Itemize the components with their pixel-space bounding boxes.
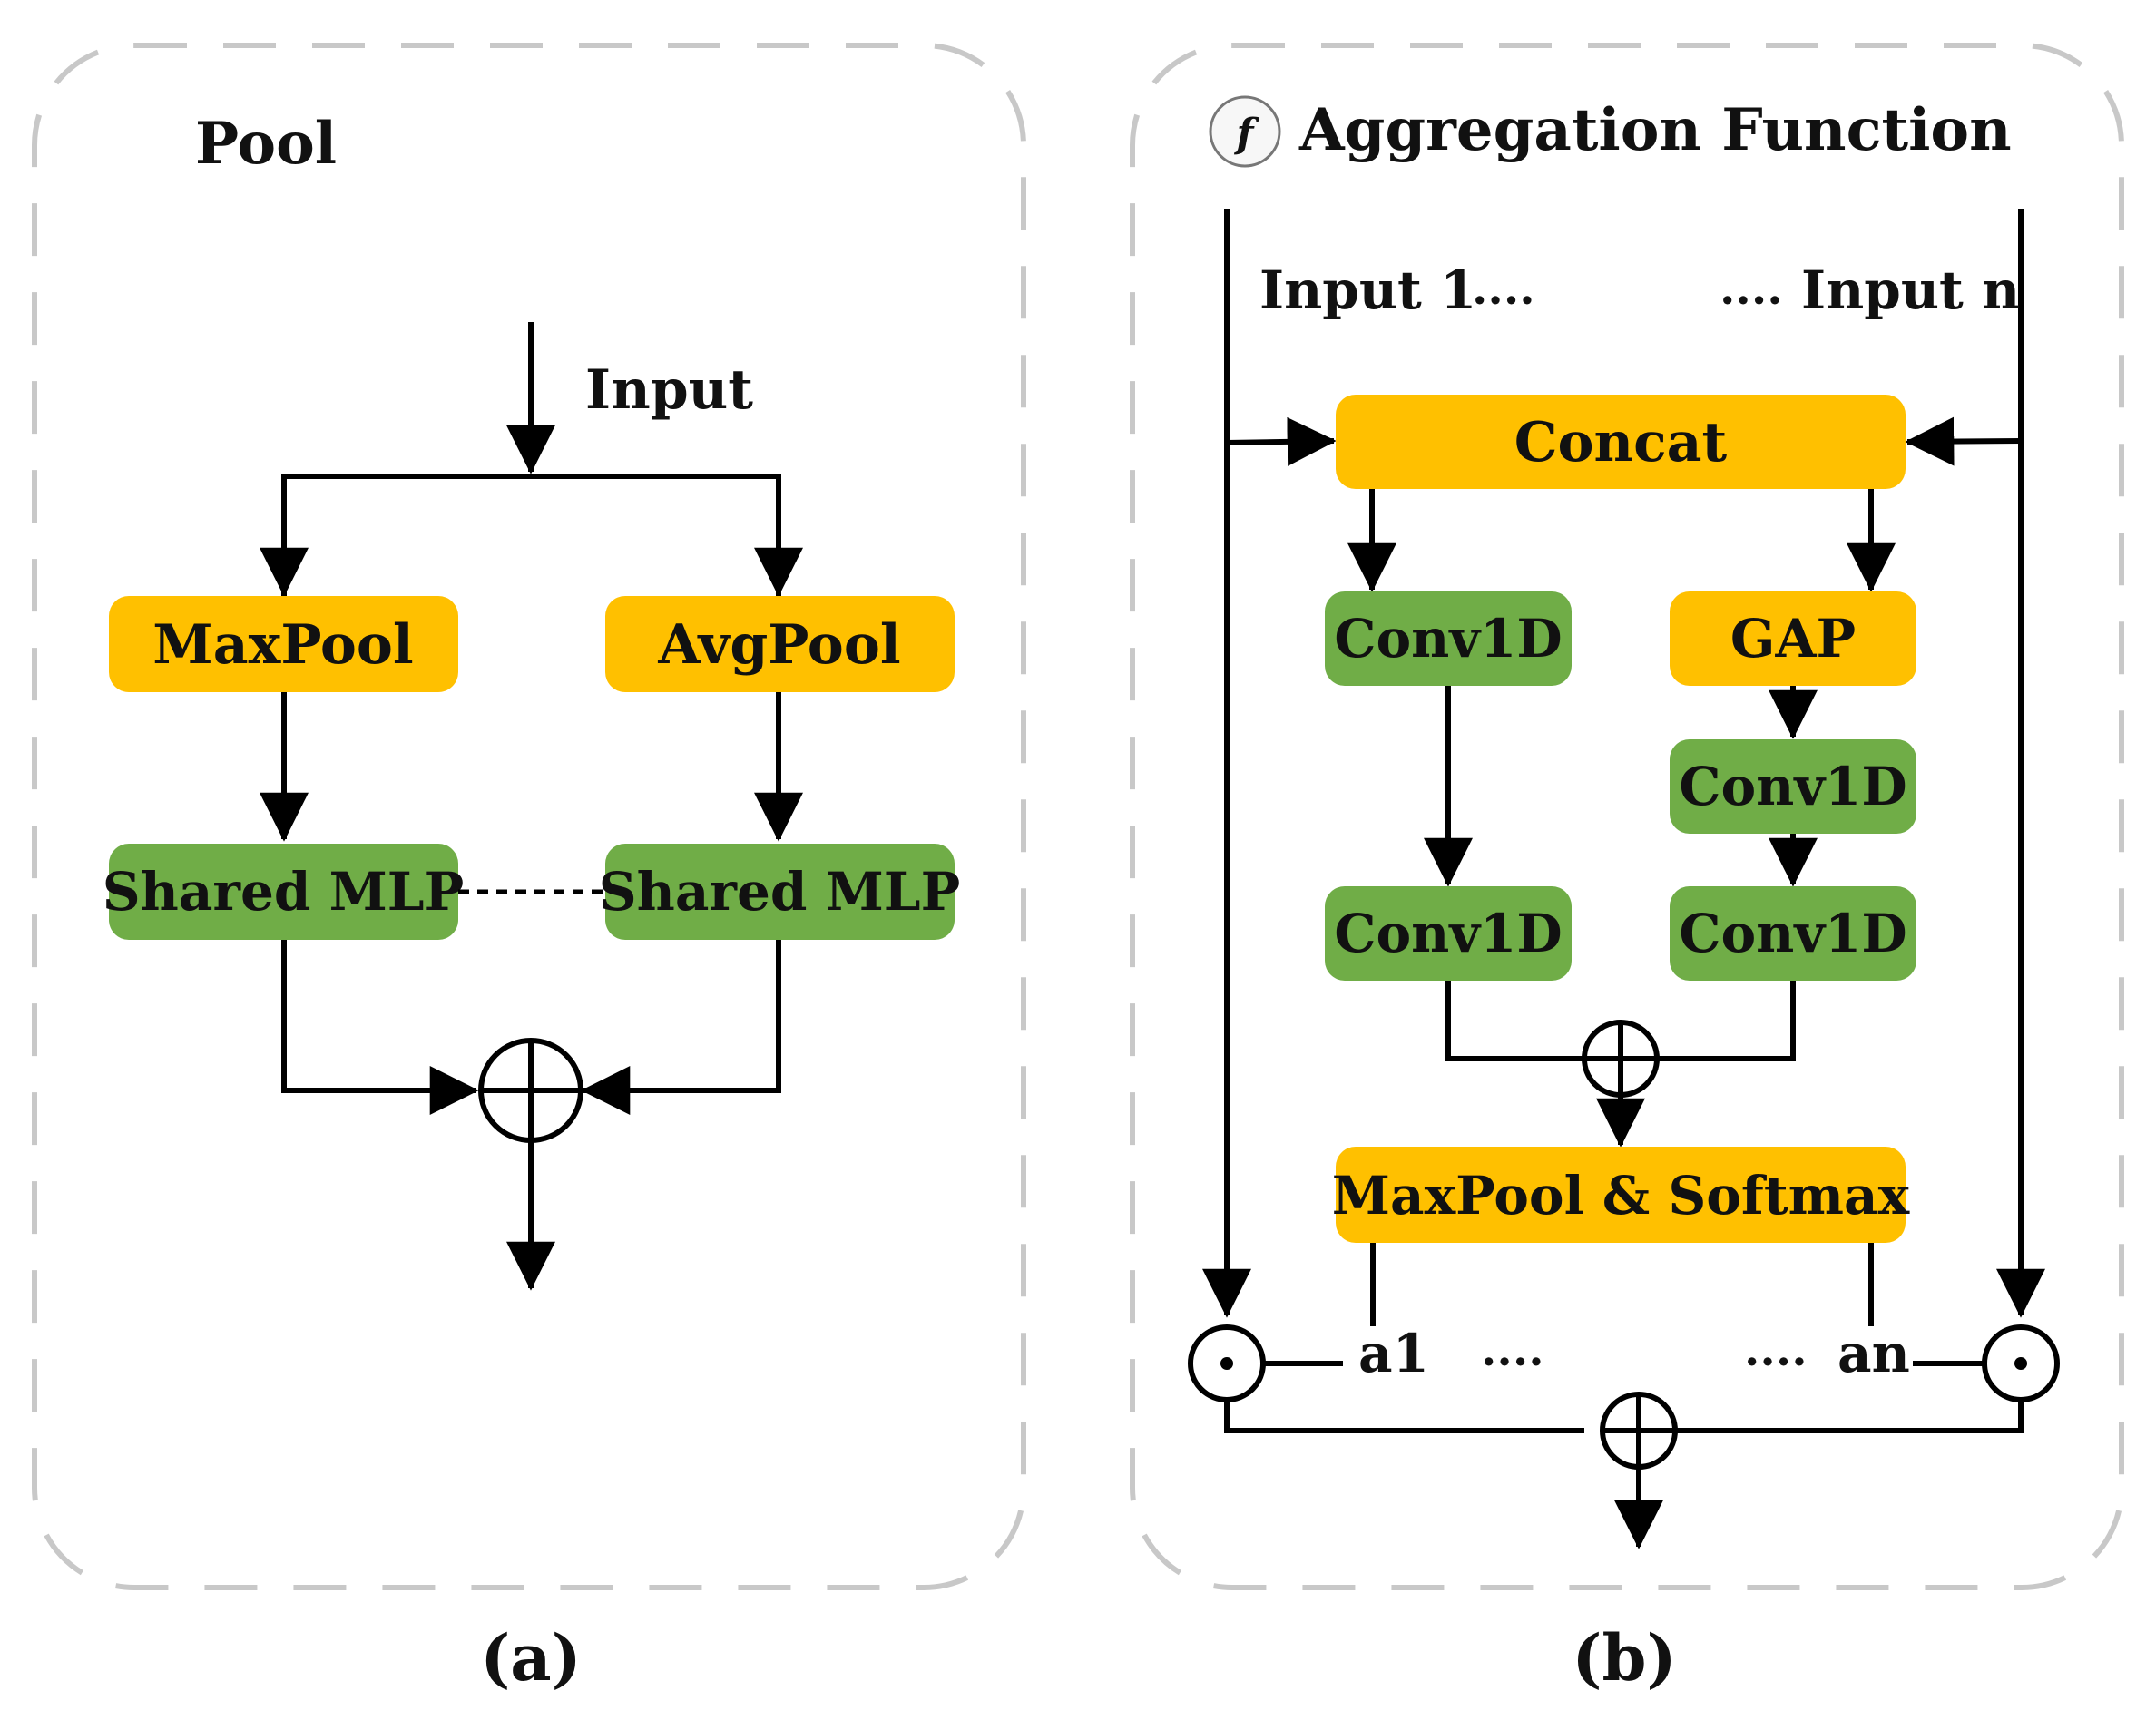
panel-b-frame	[1130, 43, 2124, 1590]
input-label: Input	[585, 358, 753, 422]
concat-box	[1336, 395, 1906, 489]
product-operator-left	[1188, 1324, 1266, 1402]
function-badge-icon: f	[1209, 95, 1281, 168]
mlp-right-label: Shared MLP	[599, 861, 960, 923]
conv-right-mid-label: Conv1D	[1679, 756, 1906, 817]
avgpool-label: AvgPool	[657, 613, 900, 677]
input1-dots: ....	[1472, 261, 1535, 315]
inputn-label: Input n	[1801, 259, 2020, 321]
mlp-left-box	[109, 844, 458, 940]
sum-operator-b2	[1600, 1392, 1678, 1470]
an-label: an	[1838, 1323, 1910, 1384]
gap-label: GAP	[1730, 608, 1856, 669]
product-left-to-sum	[1224, 1400, 1584, 1433]
product-right-to-sum	[1675, 1400, 2024, 1433]
inputn-to-concat-arrow	[1905, 416, 2022, 466]
mlp-right-box	[605, 844, 955, 940]
maxsoft-label: MaxPool & Softmax	[1332, 1165, 1910, 1226]
product-operator-right	[1982, 1324, 2060, 1402]
conv-left-bottom-box	[1325, 886, 1572, 981]
gap-box	[1670, 591, 1916, 686]
a1-dots: ....	[1481, 1323, 1544, 1376]
caption-b: (b)	[1572, 1620, 1676, 1696]
split-connector	[281, 474, 781, 599]
maxpool-box	[109, 596, 458, 692]
conv-right-to-sum	[1657, 981, 1796, 1061]
a1-label: a1	[1358, 1323, 1429, 1384]
input1-label: Input 1	[1259, 259, 1476, 321]
panel-b-title: Aggregation Function	[1298, 96, 2012, 164]
conv-left-top-box	[1325, 591, 1572, 686]
conv-left-to-sum	[1446, 981, 1584, 1061]
conv-left-bottom-label: Conv1D	[1334, 903, 1562, 964]
panel-a-title: Pool	[195, 110, 337, 178]
mlp-right-to-sum	[581, 940, 781, 1115]
input1-to-concat-arrow	[1226, 416, 1337, 466]
mlp-left-to-sum	[281, 940, 479, 1115]
concat-label: Concat	[1514, 411, 1728, 474]
conv-right-bottom-box	[1670, 886, 1916, 981]
conv-right-mid-box	[1670, 739, 1916, 834]
an-dots: ....	[1744, 1323, 1808, 1376]
caption-a: (a)	[480, 1620, 582, 1696]
maxpool-label: MaxPool	[152, 613, 413, 677]
mlp-left-label: Shared MLP	[103, 861, 464, 923]
avgpool-box	[605, 596, 955, 692]
conv-right-bottom-label: Conv1D	[1679, 903, 1906, 964]
maxsoft-box	[1336, 1147, 1906, 1243]
inputn-dots: ....	[1720, 261, 1783, 315]
sum-operator-b1	[1582, 1020, 1660, 1098]
sum-operator-a	[478, 1038, 583, 1143]
conv-left-top-label: Conv1D	[1334, 608, 1562, 669]
panel-a-frame	[32, 43, 1026, 1590]
